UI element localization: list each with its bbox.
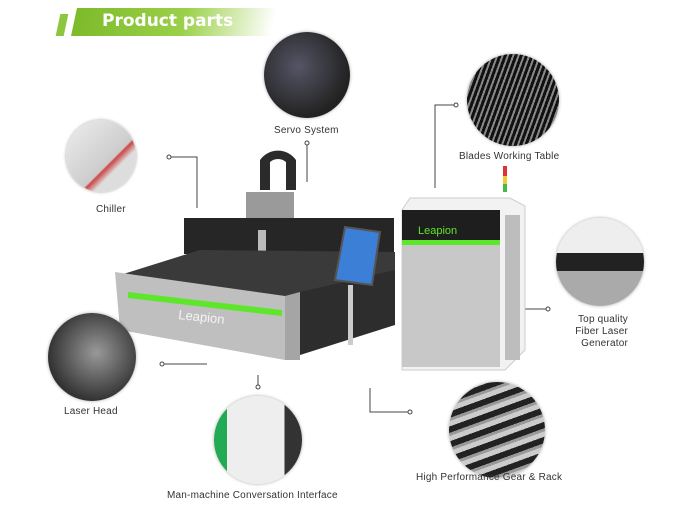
blades-working-table-label: Blades Working Table	[459, 151, 560, 162]
cable-arch	[260, 150, 296, 190]
machine-logo: Leapion	[178, 307, 226, 327]
laser-nozzle	[258, 230, 266, 256]
chiller-label: Chiller	[96, 204, 126, 215]
green-stripe	[128, 292, 282, 316]
machine-front-panel	[115, 272, 285, 360]
fiber-laser-generator-image	[556, 218, 644, 306]
cabinet-logo: Leapion	[418, 225, 457, 237]
control-screen	[333, 225, 382, 287]
label-line: Generator	[581, 338, 628, 349]
servo-system-label: Servo System	[274, 125, 339, 136]
chiller-image	[66, 120, 136, 192]
man-machine-interface-image	[214, 396, 302, 484]
fiber-laser-generator-label: Top quality Fiber Laser Generator	[574, 314, 628, 350]
gear-rack-label: High Performance Gear & Rack	[416, 472, 563, 483]
gear-rack-image	[449, 382, 545, 478]
blades-working-table-image	[467, 54, 559, 146]
label-line: Top quality	[577, 314, 628, 325]
laser-head-image	[48, 313, 136, 401]
section-banner: Product parts	[55, 8, 277, 36]
laser-head-label: Laser Head	[64, 406, 118, 417]
label-line: Fiber Laser	[575, 326, 628, 337]
man-machine-interface-label: Man-machine Conversation Interface	[167, 490, 338, 501]
page-title: Product parts	[102, 11, 234, 31]
servo-system-image	[264, 32, 350, 118]
